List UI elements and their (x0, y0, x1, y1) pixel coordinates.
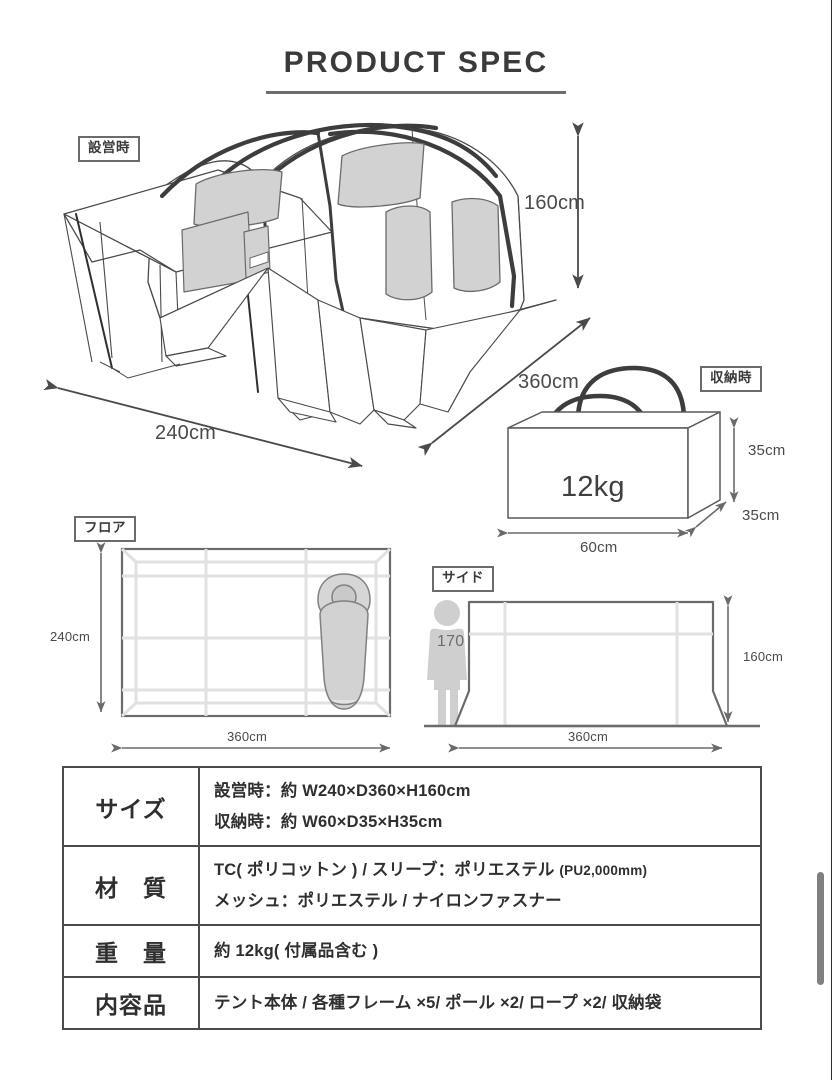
label-floor-plan: フロア (74, 516, 136, 542)
dimension-bag-depth: 35cm (742, 507, 780, 524)
page-title: PRODUCT SPEC (283, 46, 549, 79)
spec-table: サイズ 設営時：約 W240×D360×H160cm 収納時：約 W60×D35… (62, 765, 762, 1031)
spec-value-contents: テント本体 / 各種フレーム ×5/ ポール ×2/ ロープ ×2/ 収納袋 (198, 976, 762, 1031)
spec-value-material: TC( ポリコットン ) / スリーブ：ポリエステル (PU2,000mm) メ… (198, 845, 762, 927)
label-storage-state: 収納時 (700, 366, 762, 392)
spec-size-line-1: 設営時：約 W240×D360×H160cm (214, 782, 471, 800)
spec-material-waterhead: (PU2,000mm) (559, 863, 648, 879)
spec-label-contents: 内容品 (62, 976, 200, 1031)
dimension-main-width: 240cm (155, 422, 217, 444)
spec-value-size: 設営時：約 W240×D360×H160cm 収納時：約 W60×D35×H35… (198, 765, 762, 848)
title-underline (266, 91, 566, 94)
table-row: 内容品 テント本体 / 各種フレーム ×5/ ポール ×2/ ロープ ×2/ 収… (62, 976, 762, 1031)
label-setup-state: 設営時 (78, 136, 140, 162)
label-side-view: サイド (432, 566, 494, 592)
spec-weight-line-1: 約 12kg( 付属品含む ) (214, 941, 379, 960)
dimension-person-height: 170 (437, 633, 465, 650)
dimension-floor-height: 240cm (50, 629, 91, 644)
table-row: サイズ 設営時：約 W240×D360×H160cm 収納時：約 W60×D35… (62, 765, 762, 848)
spec-contents-line-1: テント本体 / 各種フレーム ×5/ ポール ×2/ ロープ ×2/ 収納袋 (214, 993, 662, 1012)
dimension-bag-height: 35cm (748, 442, 786, 459)
table-row: 材 質 TC( ポリコットン ) / スリーブ：ポリエステル (PU2,000m… (62, 845, 762, 927)
spec-value-weight: 約 12kg( 付属品含む ) (198, 924, 762, 979)
page-scrollbar-thumb[interactable] (817, 872, 824, 985)
spec-material-line-1: TC( ポリコットン ) / スリーブ：ポリエステル (PU2,000mm) (214, 855, 746, 886)
table-row: 重 量 約 12kg( 付属品含む ) (62, 924, 762, 979)
dimension-main-depth: 360cm (518, 371, 580, 393)
spec-size-line-2: 収納時：約 W60×D35×H35cm (214, 812, 443, 831)
page-title-wrap: PRODUCT SPEC (0, 48, 832, 78)
spec-label-material: 材 質 (62, 845, 200, 927)
dimension-main-height: 160cm (524, 192, 586, 214)
spec-label-weight: 重 量 (62, 924, 200, 979)
dimension-side-width: 360cm (568, 729, 609, 744)
spec-label-size: サイズ (62, 765, 200, 848)
dimension-side-height: 160cm (743, 649, 784, 664)
dimension-bag-width: 60cm (580, 539, 618, 556)
dimension-floor-width: 360cm (227, 729, 268, 744)
page-scrollbar-track[interactable] (817, 0, 829, 1080)
spec-material-line-2: メッシュ：ポリエステル / ナイロンファスナー (214, 891, 562, 910)
dimension-bag-weight: 12kg (561, 471, 625, 503)
spec-material-main: TC( ポリコットン ) / スリーブ：ポリエステル (214, 861, 555, 880)
